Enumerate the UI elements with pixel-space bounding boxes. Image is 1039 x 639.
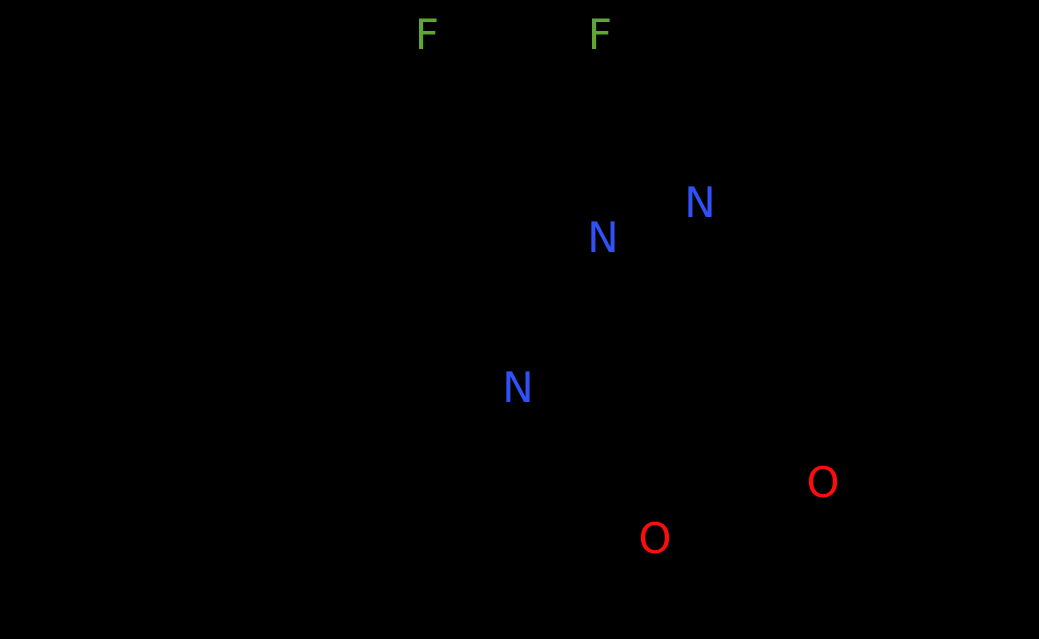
bond-22 bbox=[197, 417, 303, 473]
bond-25 bbox=[187, 217, 303, 233]
bond-3 bbox=[509, 59, 600, 113]
bond-24 bbox=[117, 227, 193, 333]
bond-28 bbox=[897, 197, 963, 283]
atom-label-n3: N bbox=[502, 363, 534, 412]
bond-8-b bbox=[620, 204, 686, 221]
atom-label-f2: F bbox=[587, 10, 613, 59]
bond-26 bbox=[297, 217, 403, 303]
bond-6-b bbox=[426, 200, 518, 256]
bond-30 bbox=[937, 452, 1003, 523]
bond-29 bbox=[957, 277, 983, 383]
bond-17 bbox=[677, 437, 798, 483]
bond-13 bbox=[752, 227, 856, 303]
atom-label-n2: N bbox=[684, 178, 716, 227]
bond-18 bbox=[847, 452, 943, 481]
bond-19 bbox=[397, 395, 500, 458]
bond-7 bbox=[594, 205, 627, 225]
atom-label-o1: O bbox=[806, 458, 840, 507]
atom-label-o2: O bbox=[638, 514, 672, 563]
bond-1-a bbox=[426, 63, 518, 118]
bond-21 bbox=[297, 452, 403, 473]
bond-10-a bbox=[783, 150, 853, 237]
bond-8-a bbox=[621, 213, 687, 230]
bond-12-b bbox=[655, 292, 757, 329]
bond-6-a bbox=[421, 209, 513, 265]
bond-9 bbox=[697, 147, 793, 183]
bond-23 bbox=[117, 327, 203, 423]
bond-12-a bbox=[658, 301, 760, 338]
bond-11 bbox=[610, 259, 663, 333]
bond-1-b bbox=[421, 54, 513, 109]
bond-15 bbox=[537, 392, 663, 423]
atom-label-f1: F bbox=[414, 10, 440, 59]
bond-10-b bbox=[790, 143, 860, 230]
atom-label-n1: N bbox=[587, 213, 619, 262]
